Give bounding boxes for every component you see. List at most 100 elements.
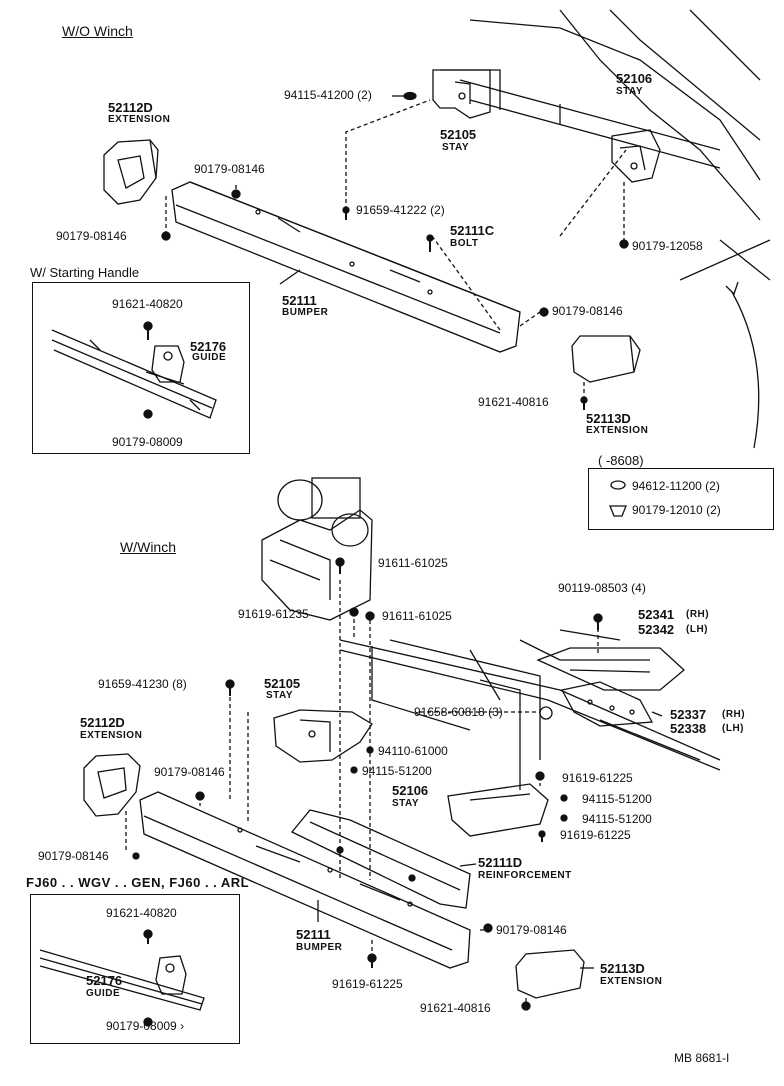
part-name: EXTENSION [108, 114, 171, 125]
skid-plate-52341 [536, 647, 685, 691]
section-title-wo-winch: W/O Winch [62, 23, 133, 39]
part-name: STAY [392, 798, 420, 809]
part-number: 52113D [586, 411, 631, 426]
vehicle-frame-top [440, 9, 771, 281]
stay-52106-top [611, 129, 661, 183]
guide-52176-a [145, 345, 185, 385]
reinforcement-52111D [290, 809, 471, 909]
fj60-box [30, 894, 240, 1044]
section-title-starting-handle: W/ Starting Handle [30, 266, 144, 279]
extension-52112D-winch [83, 753, 141, 817]
section-title-w-winch: W/Winch [120, 539, 176, 555]
part-name: BUMPER [296, 942, 343, 953]
diagram-code: MB 8681-I [674, 1051, 730, 1065]
fastener-glyphs [132, 91, 629, 1027]
part-number: 52338 [670, 721, 707, 736]
part-number: 52176 [190, 339, 227, 354]
part-number: 52106 [392, 783, 429, 798]
stay-52105-top [432, 69, 491, 119]
part-number: 91611-61025 [382, 609, 452, 623]
part-number: 91621-40816 [420, 1001, 491, 1015]
extension-52113D-top [571, 335, 641, 383]
part-number: 91619-61225 [560, 828, 631, 842]
part-side: (RH) [722, 709, 746, 720]
guide-52176-b [155, 955, 187, 995]
part-number: 90119-08503 (4) [558, 581, 646, 595]
part-number: 90179-12010 (2) [632, 503, 721, 517]
part-number: 52176 [86, 973, 123, 988]
part-name: GUIDE [86, 988, 121, 999]
vehicle-frame-winch [339, 629, 721, 790]
part-name: REINFORCEMENT [478, 870, 572, 881]
starting-handle-rail [51, 329, 217, 419]
part-side: (RH) [686, 609, 710, 620]
part-name: EXTENSION [586, 425, 649, 436]
part-name: STAY [266, 690, 294, 701]
part-number: 52112D [108, 100, 153, 115]
extension-52112D-top [103, 139, 159, 205]
bumper-52111-winch [139, 791, 471, 969]
part-number: 52342 [638, 622, 675, 637]
winch-body [261, 477, 373, 621]
fj60-rail [39, 949, 205, 1011]
part-name: GUIDE [192, 352, 227, 363]
small-box [588, 468, 774, 530]
part-side: (LH) [722, 723, 744, 734]
section-title-fj60: FJ60 . . WGV . . GEN, FJ60 . . ARL [26, 875, 250, 890]
small-box-icons [609, 480, 627, 517]
part-number: 94115-41200 (2) [284, 88, 372, 102]
extension-52113D-winch [515, 949, 585, 999]
part-number: 52337 [670, 707, 707, 722]
part-number: 94110-61000 [378, 744, 448, 758]
part-side: (LH) [686, 624, 708, 635]
part-number: 52111C [450, 223, 495, 238]
part-name: EXTENSION [80, 730, 143, 741]
part-number: 52105 [440, 127, 477, 142]
part-number: 91658-60818 (3) [414, 705, 503, 719]
starting-handle-box [32, 282, 250, 454]
part-number: 94612-11200 (2) [632, 479, 720, 493]
part-number: 90179-08146 [552, 304, 623, 318]
part-number: 90179-08146 [38, 849, 109, 863]
bumper-52111-top [171, 181, 521, 353]
arrow-curve [731, 291, 760, 449]
part-number: 52111 [296, 927, 331, 942]
part-number: 94115-51200 [582, 812, 652, 826]
part-number: 52113D [600, 961, 645, 976]
small-box-title: ( -8608) [598, 453, 644, 468]
part-number: 52111D [478, 855, 523, 870]
part-number: 90179-12058 [632, 239, 703, 253]
part-name: STAY [616, 86, 644, 97]
part-number: 91621-40816 [478, 395, 549, 409]
part-number: 52105 [264, 676, 301, 691]
label-leaders [279, 95, 663, 969]
stay-52105-winch [273, 709, 373, 763]
part-number: 52111 [282, 293, 317, 308]
part-number: 91659-41222 (2) [356, 203, 445, 217]
part-number: 90179-08009 [112, 435, 183, 449]
part-number: 91611-61025 [378, 556, 448, 570]
part-name: STAY [442, 142, 470, 153]
part-number: 52341 [638, 607, 675, 622]
part-number: 94115-51200 [362, 764, 432, 778]
arrow-head [725, 281, 739, 296]
part-number: 90179-08146 [194, 162, 265, 176]
part-number: 90179-08146 [496, 923, 567, 937]
part-number: 90179-08146 [154, 765, 225, 779]
part-number: 91621-40820 [106, 906, 177, 920]
part-number: 91619-61235 [238, 607, 309, 621]
part-number: 90179-08146 [56, 229, 127, 243]
part-number: 94115-51200 [582, 792, 652, 806]
part-number: 91621-40820 [112, 297, 183, 311]
part-name: BOLT [450, 238, 479, 249]
part-number: 52112D [80, 715, 125, 730]
part-number: 91619-61225 [332, 977, 403, 991]
part-number: 91619-61225 [562, 771, 633, 785]
skid-plate-52337 [561, 681, 654, 727]
part-name: BUMPER [282, 307, 329, 318]
stay-52106-winch [447, 783, 549, 837]
part-number: 52106 [616, 71, 653, 86]
part-number: 91659-41230 (8) [98, 677, 187, 691]
part-number: 90179-08009 › [106, 1019, 185, 1033]
